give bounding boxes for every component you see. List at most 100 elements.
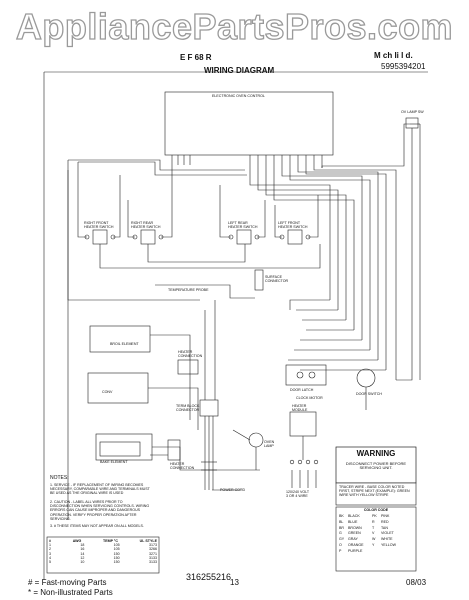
wire-cascade bbox=[249, 123, 410, 380]
door-switch-label: DOOR SWITCH bbox=[356, 392, 382, 396]
note-3: 3. # THESE ITEMS MAY NOT APPEAR ON ALL M… bbox=[50, 524, 144, 528]
oven-lamp-circle bbox=[248, 432, 264, 448]
cc-code: V bbox=[372, 531, 375, 536]
tracer-box bbox=[335, 482, 417, 506]
lower-connection-label: HEATER CONNECTION bbox=[170, 462, 195, 471]
cc-color: YELLOW bbox=[381, 542, 396, 547]
note-2: 2. CAUTION - LABEL ALL WIRES PRIOR TO DI… bbox=[50, 500, 150, 521]
temp-h1: AWG bbox=[72, 539, 82, 543]
heater-connection-box bbox=[177, 359, 199, 375]
lr-switch-label: LEFT REAR HEATER SWITCH bbox=[228, 221, 258, 230]
broil-label: BROIL ELEMENT bbox=[110, 342, 139, 346]
cc-code: O bbox=[339, 542, 342, 547]
temp-h0: # bbox=[49, 539, 51, 543]
table-cell: 12 bbox=[80, 555, 85, 560]
power-terminals bbox=[289, 459, 319, 488]
cc-color: GREEN bbox=[348, 531, 361, 536]
oven-element bbox=[87, 372, 149, 404]
cc-code: T bbox=[372, 525, 375, 530]
cc-code: Y bbox=[372, 542, 375, 547]
door-latch-label: DOOR LATCH bbox=[290, 388, 314, 392]
table-cell: 3133 bbox=[148, 555, 157, 560]
temp-h3: UL STYLE bbox=[139, 539, 157, 543]
warning-title: WARNING bbox=[356, 449, 396, 458]
cc-code bbox=[372, 549, 381, 553]
control-label: ELECTRONIC OVEN CONTROL bbox=[212, 94, 265, 98]
color-code-box bbox=[335, 506, 417, 572]
table-cell: 18 bbox=[80, 543, 85, 548]
table-cell: 150 bbox=[113, 555, 120, 560]
temp-h2: TEMP °C bbox=[103, 539, 118, 543]
cc-color: WHITE bbox=[381, 537, 393, 542]
note-1: 1. SERVICE - IF REPLACEMENT OF WIRING BE… bbox=[50, 483, 150, 496]
cc-code: R bbox=[372, 519, 375, 524]
part-number: 5995394201 bbox=[381, 62, 426, 71]
oven-lamp-label: OVEN LAMP bbox=[264, 440, 275, 449]
model-number: E F 68 R bbox=[180, 53, 212, 62]
color-code-title: COLOR CODE bbox=[363, 508, 389, 512]
table-cell: 14 bbox=[80, 551, 85, 556]
cc-color: BLACK bbox=[348, 514, 360, 518]
legend-fast-moving: # = Fast-moving Parts bbox=[28, 578, 107, 587]
rr-switch-label: RIGHT REAR HEATER SWITCH bbox=[131, 221, 161, 230]
warning-box bbox=[335, 446, 417, 484]
cc-code: P bbox=[339, 548, 342, 553]
notes-title: NOTES: bbox=[50, 475, 69, 481]
heater-connection-label: HEATER CONNECTION bbox=[178, 350, 203, 359]
lf-switch-box bbox=[287, 229, 303, 245]
lr-switch-box bbox=[236, 229, 252, 245]
cc-color: GRAY bbox=[348, 537, 358, 542]
tracer-text: TRACER WIRE - BASE COLOR NOTED FIRST, ST… bbox=[339, 485, 410, 498]
cc-color: ORANGE bbox=[348, 542, 364, 547]
diagram-number: 316255216 bbox=[186, 572, 232, 582]
table-cell: 150 bbox=[113, 560, 120, 565]
rf-switch-box bbox=[92, 229, 108, 245]
temp-probe-label: TEMPERATURE PROBE bbox=[168, 288, 209, 292]
table-cell: 3271 bbox=[148, 551, 157, 556]
table-cell: 105 bbox=[113, 547, 120, 552]
surface-connector-box bbox=[254, 269, 264, 291]
legend-non-illustrated: * = Non-illustrated Parts bbox=[28, 588, 113, 597]
table-cell: 3173 bbox=[148, 543, 157, 548]
table-row: 2 bbox=[49, 547, 51, 552]
cc-color bbox=[381, 549, 405, 553]
cc-color: RED bbox=[381, 519, 389, 524]
cc-code: BL bbox=[339, 519, 344, 524]
cc-code: G bbox=[339, 531, 342, 536]
ov-lamp-sw-label: OV LAMP SW bbox=[401, 110, 424, 114]
table-row: 1 bbox=[49, 543, 51, 548]
cc-code: BK bbox=[339, 514, 344, 518]
cc-color: VIOLET bbox=[381, 531, 394, 536]
cc-code: GY bbox=[339, 537, 345, 542]
ov-lamp-switch bbox=[405, 117, 419, 129]
temp-table-box bbox=[46, 536, 160, 574]
surface-connector-label: SURFACE CONNECTOR bbox=[265, 275, 289, 284]
cc-code: PK bbox=[372, 514, 377, 518]
bake-label: BAKE ELEMENT bbox=[100, 460, 128, 464]
rf-switch-label: RIGHT FRONT HEATER SWITCH bbox=[84, 221, 114, 230]
table-row: 4 bbox=[49, 555, 51, 560]
broil-element bbox=[89, 325, 151, 353]
table-cell: 150 bbox=[113, 551, 120, 556]
term-block-label: TERM BLOCK CONNECTOR bbox=[176, 404, 200, 413]
heater-module-box bbox=[289, 411, 317, 437]
rr-switch-box bbox=[140, 229, 156, 245]
table-row: 3 bbox=[49, 551, 51, 556]
cc-code: W bbox=[372, 537, 376, 542]
door-latch-box bbox=[285, 364, 327, 386]
table-cell: 105 bbox=[113, 543, 120, 548]
control-box bbox=[164, 91, 334, 156]
cc-color: PURPLE bbox=[348, 548, 363, 553]
table-cell: 3133 bbox=[148, 560, 157, 565]
clock-motor-circle bbox=[356, 368, 376, 388]
cc-color: PINK bbox=[381, 514, 390, 518]
brand-text: M ch Ii I d. bbox=[374, 51, 413, 60]
terminal-block bbox=[199, 399, 219, 417]
diagram-title: WIRING DIAGRAM bbox=[204, 66, 275, 75]
heater-module-label: HEATER MODULE bbox=[292, 404, 308, 413]
cc-color: BLUE bbox=[348, 519, 358, 524]
watermark: AppliancePartsPros.com bbox=[15, 5, 454, 47]
